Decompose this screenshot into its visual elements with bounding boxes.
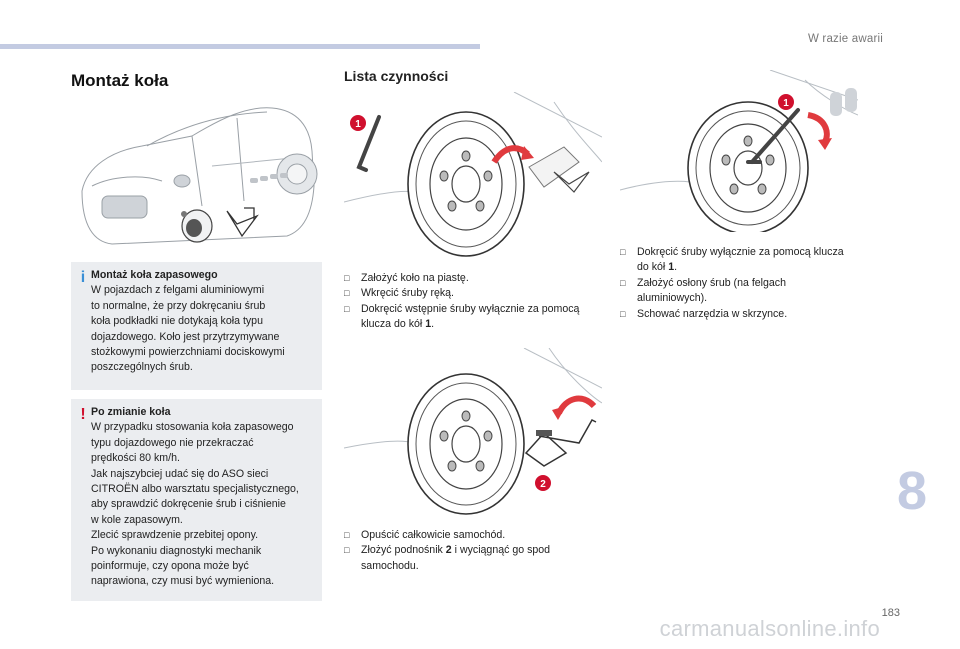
step-item: □Wkręcić śruby ręką. xyxy=(344,286,594,301)
figure3-callout: 1 xyxy=(783,98,789,109)
step-item: □Założyć osłony śrub (na felgach alumini… xyxy=(620,276,786,305)
steps-list-2: □Opuścić całkowicie samochód. □Złożyć po… xyxy=(344,528,594,574)
step-item: □Złożyć podnośnik 2 i wyciągnąć go spod … xyxy=(344,544,551,572)
check-box-icon: □ xyxy=(344,273,350,283)
warning-icon: ! xyxy=(80,406,86,423)
figure-final-tightening: 1 xyxy=(620,70,858,232)
info-box-heading: Montaż koła zapasowego xyxy=(91,269,218,281)
warning-box-text: W przypadku stosowania koła zapasowego t… xyxy=(91,421,299,588)
step-item: □Dokręcić wstępnie śruby wyłącznie za po… xyxy=(344,302,580,331)
check-box-icon: □ xyxy=(620,277,626,288)
section-title: W razie awarii xyxy=(807,33,883,45)
figure-lower-jack: 2 xyxy=(344,348,602,516)
info-box-spare-wheel: i Montaż koła zapasowego W pojazdach z f… xyxy=(71,262,322,390)
chapter-number: 8 xyxy=(896,461,927,521)
steps-title: Lista czynności xyxy=(344,68,449,84)
steps-list-3: □Dokręcić śruby wyłącznie za pomocą kluc… xyxy=(620,245,858,322)
figure2-callout: 2 xyxy=(540,479,546,490)
check-box-icon: □ xyxy=(344,530,350,540)
steps-list-1: □Założyć koło na piastę. □Wkręcić śruby … xyxy=(344,271,594,333)
warning-box-heading: Po zmianie koła xyxy=(91,406,171,418)
header-accent-bar xyxy=(0,44,480,49)
step-item: □Opuścić całkowicie samochód. xyxy=(344,528,594,543)
step-item: □Dokręcić śruby wyłącznie za pomocą kluc… xyxy=(620,246,844,274)
figure1-callout: 1 xyxy=(355,119,361,130)
page-title: Montaż koła xyxy=(71,71,169,90)
step-item: □Schować narzędzia w skrzynce. xyxy=(620,307,858,322)
figure-tighten-bolts-wrench: 1 xyxy=(344,92,602,260)
info-icon: i xyxy=(80,269,86,286)
watermark: carmanualsonline.info xyxy=(659,616,880,641)
check-box-icon: □ xyxy=(620,308,626,319)
check-box-icon: □ xyxy=(344,288,350,299)
check-box-icon: □ xyxy=(620,247,626,257)
step-item: □Założyć koło na piastę. xyxy=(344,271,594,286)
car-illustration xyxy=(72,96,322,254)
check-box-icon: □ xyxy=(344,303,350,314)
check-box-icon: □ xyxy=(344,545,350,556)
page-number: 183 xyxy=(881,607,900,619)
warning-box-after-change: ! Po zmianie koła W przypadku stosowania… xyxy=(71,399,322,601)
info-box-text: W pojazdach z felgami aluminiowymi to no… xyxy=(91,284,285,374)
